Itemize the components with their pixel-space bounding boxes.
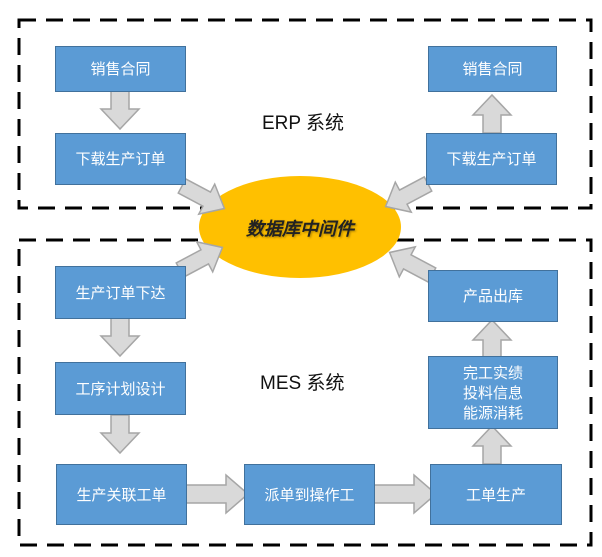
erp-system-label: ERP 系统: [262, 113, 345, 134]
arrow-mes-step4-to-step5: [373, 474, 437, 514]
arrow-mes-step2-to-step3: [100, 414, 140, 454]
arrow-mes-step6-to-step7: [472, 319, 512, 359]
erp-left-sales-contract[interactable]: 销售合同: [55, 46, 186, 92]
erp-left-download-order[interactable]: 下载生产订单: [55, 133, 186, 185]
mes-step1-order-release[interactable]: 生产订单下达: [55, 266, 186, 319]
mes-step4-dispatch-operator[interactable]: 派单到操作工: [244, 464, 375, 525]
erp-right-sales-contract[interactable]: 销售合同: [428, 46, 557, 92]
mes-step5-work-order-production[interactable]: 工单生产: [430, 464, 562, 525]
arrow-mes-step3-to-step4: [185, 474, 249, 514]
arrow-middleware-to-mes-right: [388, 245, 437, 284]
arrow-erp-left-down: [100, 90, 140, 130]
mes-step6-completion-info[interactable]: 完工实绩 投料信息 能源消耗: [428, 356, 558, 429]
arrow-erp-right-to-middleware: [384, 175, 433, 214]
mes-step3-link-work-order[interactable]: 生产关联工单: [56, 464, 187, 525]
erp-boundary: [17, 18, 593, 210]
arrow-erp-left-to-middleware: [177, 177, 226, 216]
completion-line-3: 能源消耗: [462, 403, 523, 422]
completion-line-2: 投料信息: [462, 383, 523, 402]
completion-line-1: 完工实绩: [462, 363, 523, 382]
arrow-mes-step5-to-step6: [472, 425, 512, 465]
mes-step7-product-outbound[interactable]: 产品出库: [428, 270, 558, 322]
arrow-mes-left-to-middleware: [175, 240, 224, 279]
middleware-ellipse: [199, 176, 401, 278]
arrow-mes-step1-to-step2: [100, 317, 140, 357]
mes-system-label: MES 系统: [260, 373, 345, 394]
middleware-label: 数据库中间件: [246, 219, 354, 240]
arrow-erp-right-up: [472, 94, 512, 134]
mes-step2-process-planning[interactable]: 工序计划设计: [55, 362, 186, 415]
erp-right-download-order[interactable]: 下载生产订单: [426, 133, 557, 185]
